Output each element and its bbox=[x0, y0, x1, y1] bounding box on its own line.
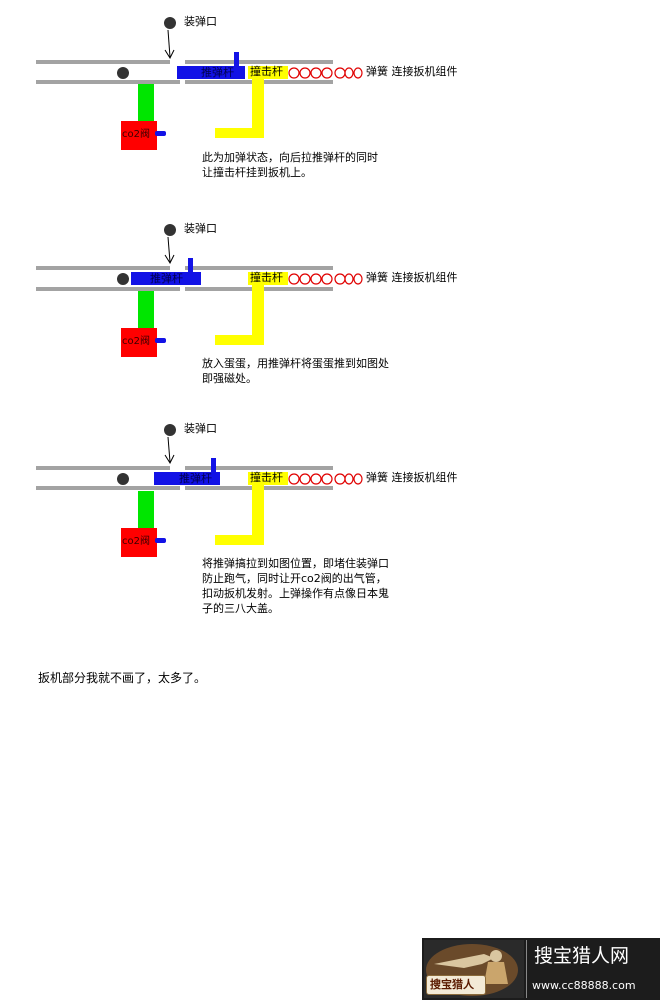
valve-stem bbox=[155, 538, 166, 543]
bb-ball-icon bbox=[117, 473, 129, 485]
co2-valve bbox=[121, 328, 157, 357]
firing-pin-label: 撞击杆 bbox=[250, 471, 283, 484]
loading-port-ball-icon bbox=[164, 224, 176, 236]
sear-vertical bbox=[252, 485, 264, 544]
bb-ball-icon bbox=[117, 67, 129, 79]
barrel-rail-top-left bbox=[36, 466, 170, 470]
push-rod-bar bbox=[177, 66, 245, 79]
loading-port-label: 装弹口 bbox=[184, 422, 217, 435]
caption-line: 让撞击杆挂到扳机上。 bbox=[202, 166, 312, 179]
logo-divider bbox=[526, 940, 527, 998]
logo-badge: 搜宝猎人 bbox=[426, 975, 486, 995]
push-rod-label: 推弹杆 bbox=[179, 472, 212, 485]
caption-line: 子的三八大盖。 bbox=[202, 602, 279, 615]
logo-title: 搜宝猎人网 bbox=[534, 945, 630, 967]
spring-assembly-label: 弹簧 连接扳机组件 bbox=[366, 65, 458, 78]
spring-assembly-label: 弹簧 连接扳机组件 bbox=[366, 471, 458, 484]
caption-line: 将推弹搞拉到如图位置，即堵住装弹口 bbox=[202, 557, 389, 570]
barrel-rail-top-right bbox=[185, 266, 333, 270]
push-rod-handle bbox=[188, 258, 193, 274]
sear-horizontal bbox=[215, 335, 264, 345]
co2-valve-label: co2阀 bbox=[122, 336, 150, 347]
barrel-rail-bottom-left bbox=[36, 486, 180, 490]
co2-valve bbox=[121, 528, 157, 557]
push-rod-bar bbox=[154, 472, 220, 485]
loading-arrow-icon bbox=[164, 436, 175, 465]
site-logo: 搜宝猎人 搜宝猎人网 www.cc88888.com bbox=[422, 938, 660, 1000]
firing-pin-bar bbox=[248, 66, 288, 79]
firing-pin-bar bbox=[248, 472, 288, 485]
footnote-text: 扳机部分我就不画了，太多了。 bbox=[38, 671, 207, 685]
sear-vertical bbox=[252, 79, 264, 137]
push-rod-handle bbox=[211, 458, 216, 474]
barrel-rail-bottom-left bbox=[36, 80, 180, 84]
valve-stem bbox=[155, 131, 166, 136]
barrel-rail-bottom-left bbox=[36, 287, 180, 291]
spring-assembly-label: 弹簧 连接扳机组件 bbox=[366, 271, 458, 284]
step-2-caption: 放入蛋蛋，用推弹杆将蛋蛋推到如图处 即强磁处。 bbox=[202, 356, 389, 386]
bb-ball-icon bbox=[117, 273, 129, 285]
logo-badge-text: 搜宝猎人 bbox=[430, 978, 474, 991]
valve-stem bbox=[155, 338, 166, 343]
step-1-caption: 此为加弹状态，向后拉推弹杆的同时 让撞击杆挂到扳机上。 bbox=[202, 150, 378, 180]
loading-port-label: 装弹口 bbox=[184, 222, 217, 235]
loading-arrow-icon bbox=[164, 29, 175, 60]
firing-pin-bar bbox=[248, 272, 288, 285]
loading-port-ball-icon bbox=[164, 17, 176, 29]
air-tube bbox=[138, 84, 154, 122]
barrel-rail-top-right bbox=[185, 60, 333, 64]
sear-horizontal bbox=[215, 535, 264, 545]
step-3-caption: 将推弹搞拉到如图位置，即堵住装弹口 防止跑气，同时让开co2阀的出气管， 扣动扳… bbox=[202, 556, 389, 616]
loading-port-ball-icon bbox=[164, 424, 176, 436]
co2-valve-label: co2阀 bbox=[122, 536, 150, 547]
co2-valve-label: co2阀 bbox=[122, 129, 150, 140]
sear-horizontal bbox=[215, 128, 264, 138]
push-rod-bar bbox=[131, 272, 201, 285]
air-tube bbox=[138, 291, 154, 329]
loading-port-label: 装弹口 bbox=[184, 15, 217, 28]
spring-icon bbox=[288, 273, 363, 285]
spring-icon bbox=[288, 67, 363, 79]
loading-arrow-icon bbox=[164, 236, 175, 265]
barrel-rail-top-left bbox=[36, 60, 170, 64]
firing-pin-label: 撞击杆 bbox=[250, 271, 283, 284]
push-rod-label: 推弹杆 bbox=[150, 272, 183, 285]
caption-line: 扣动扳机发射。上弹操作有点像日本鬼 bbox=[202, 587, 389, 600]
caption-line: 此为加弹状态，向后拉推弹杆的同时 bbox=[202, 151, 378, 164]
push-rod-label: 推弹杆 bbox=[201, 66, 234, 79]
caption-line: 即强磁处。 bbox=[202, 372, 257, 385]
co2-valve bbox=[121, 121, 157, 150]
spring-icon bbox=[288, 473, 363, 485]
push-rod-handle bbox=[234, 52, 239, 68]
barrel-rail-top-left bbox=[36, 266, 170, 270]
barrel-rail-top-right bbox=[185, 466, 333, 470]
air-tube bbox=[138, 491, 154, 529]
firing-pin-label: 撞击杆 bbox=[250, 65, 283, 78]
logo-url: www.cc88888.com bbox=[532, 979, 636, 992]
sear-vertical bbox=[252, 285, 264, 344]
caption-line: 放入蛋蛋，用推弹杆将蛋蛋推到如图处 bbox=[202, 357, 389, 370]
caption-line: 防止跑气，同时让开co2阀的出气管， bbox=[202, 572, 387, 585]
